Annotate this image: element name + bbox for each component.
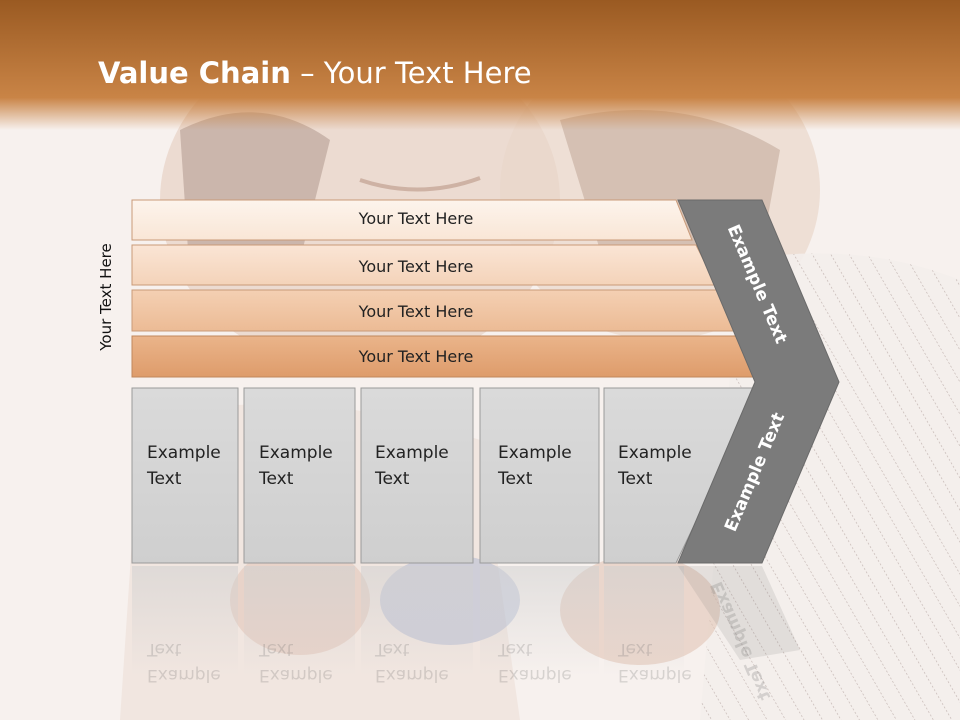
box-5-line-2: Text	[618, 469, 653, 489]
box-5-line-1: Example	[618, 443, 692, 463]
box-4-reflection-line-1: Example	[498, 665, 572, 685]
box-5-reflection-line-2: Text	[618, 639, 653, 659]
band-4-text[interactable]: Your Text Here	[358, 347, 474, 366]
box-4-shape[interactable]	[479, 387, 600, 564]
box-5-reflection-line-1: Example	[618, 665, 692, 685]
box-2-line-2: Text	[259, 469, 294, 489]
chevron-arrow-shape[interactable]	[677, 199, 840, 564]
box-3-text[interactable]: Example Text	[375, 440, 449, 492]
box-1-text[interactable]: Example Text	[147, 440, 221, 492]
box-2-reflection-line-2: Text	[259, 639, 294, 659]
box-2-text[interactable]: Example Text	[259, 440, 333, 492]
box-1-shape[interactable]	[131, 387, 239, 564]
box-1-reflection-line-2: Text	[147, 639, 182, 659]
box-3-line-1: Example	[375, 443, 449, 463]
band-3-text[interactable]: Your Text Here	[358, 302, 474, 321]
box-5-shape[interactable]	[603, 387, 761, 564]
box-3-shape[interactable]	[360, 387, 474, 564]
title-bold: Value Chain	[98, 56, 291, 90]
box-3-reflection-line-1: Example	[375, 665, 449, 685]
box-1-reflection: Example Text	[147, 636, 221, 688]
band-1-text[interactable]: Your Text Here	[358, 209, 474, 228]
box-2-reflection-line-1: Example	[259, 665, 333, 685]
box-1-line-2: Text	[147, 469, 182, 489]
box-4-line-1: Example	[498, 443, 572, 463]
box-1-line-1: Example	[147, 443, 221, 463]
box-1-reflection-line-1: Example	[147, 665, 221, 685]
title-rest: – Your Text Here	[290, 56, 532, 90]
vertical-label[interactable]: Your Text Here	[97, 243, 115, 351]
box-2-reflection: Example Text	[259, 636, 333, 688]
box-3-reflection: Example Text	[375, 636, 449, 688]
band-1-shape[interactable]	[131, 199, 693, 241]
band-2-text[interactable]: Your Text Here	[358, 257, 474, 276]
box-2-shape[interactable]	[243, 387, 356, 564]
box-5-text[interactable]: Example Text	[618, 440, 692, 492]
box-2-line-1: Example	[259, 443, 333, 463]
slide-title[interactable]: Value Chain – Your Text Here	[98, 56, 532, 90]
box-3-reflection-line-2: Text	[375, 639, 410, 659]
box-5-reflection: Example Text	[618, 636, 692, 688]
box-4-reflection-line-2: Text	[498, 639, 533, 659]
box-4-line-2: Text	[498, 469, 533, 489]
box-4-text[interactable]: Example Text	[498, 440, 572, 492]
box-4-reflection: Example Text	[498, 636, 572, 688]
box-3-line-2: Text	[375, 469, 410, 489]
